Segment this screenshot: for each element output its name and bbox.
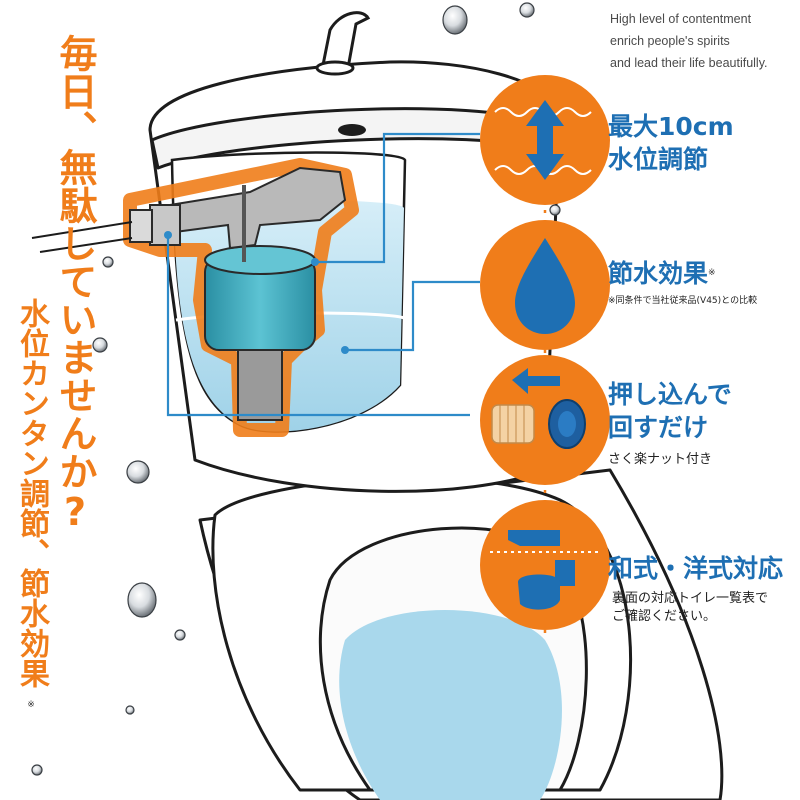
feature-4-note: 裏面の対応トイレ一覧表で ご確認ください。	[612, 590, 768, 626]
feature-3-title: 押し込んで 回すだけ	[608, 378, 732, 444]
tagline-line-1: High level of contentment	[610, 12, 752, 26]
tagline-line-3: and lead their life beautifully.	[610, 56, 768, 70]
feature-3-note: さく楽ナット付き	[608, 452, 713, 467]
bowl-water	[339, 610, 562, 800]
feature-1-title-line-2: 水位調節	[608, 145, 709, 174]
push-nut-icon	[491, 399, 586, 449]
feature-circle-water-saving	[480, 220, 610, 350]
feature-3-title-line-1: 押し込んで	[608, 380, 732, 409]
feature-circle-water-level	[480, 75, 610, 205]
feature-4-note-line-2: ご確認ください。	[612, 609, 717, 624]
subline-mark: ※	[27, 700, 35, 710]
feature-4-title-line-1: 和式・洋式対応	[608, 554, 784, 583]
feature-3-title-line-2: 回すだけ	[608, 413, 709, 442]
feature-2-note: ※同条件で当社従来品(V45)との比較	[608, 296, 758, 306]
feature-2-title-mark: ※	[708, 268, 716, 278]
feature-circle-toilet-type	[480, 500, 610, 630]
valve-highlight	[123, 158, 359, 437]
supply-pipe	[31, 221, 133, 253]
subline-text: 水位カンタン調節、節水効果	[14, 298, 49, 688]
feature-4-note-line-1: 裏面の対応トイレ一覧表で	[612, 591, 769, 606]
fill-valve	[129, 166, 347, 421]
toilet-type-icon	[490, 530, 600, 610]
tagline: High level of contentment enrich people'…	[610, 8, 795, 74]
feature-2-title: 節水効果※	[608, 257, 716, 290]
headline: 毎日、無駄していませんか?	[53, 34, 97, 534]
tank-spout	[315, 11, 371, 76]
water-drop-icon	[515, 238, 575, 334]
tank-hole	[338, 124, 366, 136]
up-down-arrow-icon	[526, 100, 564, 180]
decorative-bubbles	[31, 2, 561, 776]
push-arrow-icon	[512, 368, 560, 394]
tagline-line-2: enrich people's spirits	[610, 34, 730, 48]
feature-2-title-line-1: 節水効果	[608, 259, 709, 288]
feature-1-title: 最大10cm 水位調節	[608, 110, 734, 176]
feature-1-title-line-1: 最大10cm	[608, 112, 734, 141]
feature-4-title: 和式・洋式対応	[608, 552, 783, 585]
feature-circle-push-install	[480, 355, 610, 485]
leader-lines	[166, 132, 480, 417]
subline: 水位カンタン調節、節水効果 ※	[14, 298, 49, 722]
leader-dots	[164, 231, 349, 354]
